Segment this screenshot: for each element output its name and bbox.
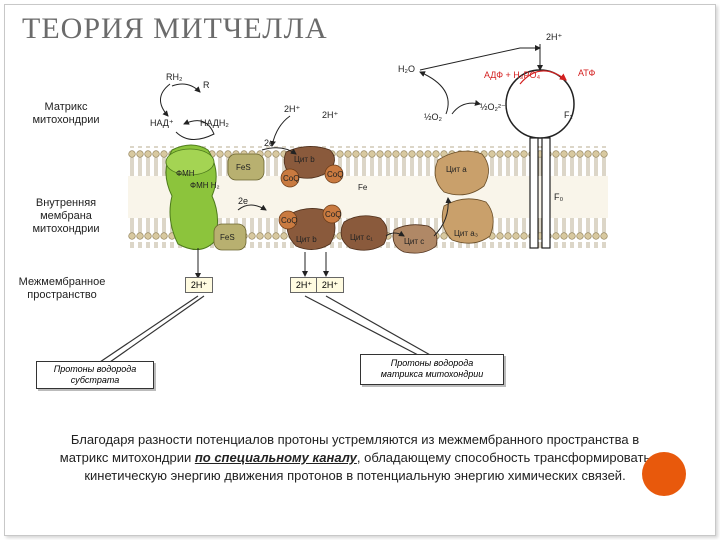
coq-shape-4 — [322, 204, 342, 224]
proton-box-1: 2H⁺ — [185, 277, 213, 293]
arrow-adp-to-atp — [519, 70, 567, 85]
callout-substrate-line2: субстрата — [70, 375, 120, 385]
cyt-c1-shape — [340, 215, 388, 251]
arrow-half-o2 — [451, 99, 481, 115]
label-cyt-c: Цит c — [404, 237, 424, 246]
f0-channel-right — [541, 137, 551, 249]
coq-shape-3 — [278, 210, 298, 230]
matrix-label-line1: Матрикс — [44, 101, 88, 113]
label-fmnh: ФМН H₂ — [190, 181, 220, 190]
cyt-a-shape — [434, 150, 489, 196]
slide-title: ТЕОРИЯ МИТЧЕЛЛА — [22, 12, 328, 45]
callout-matrix-protons: Протоны водорода матрикса митохондрии — [360, 354, 504, 385]
proton-box-2: 2H⁺ — [290, 277, 318, 293]
label-2h-2: 2H⁺ — [322, 110, 339, 120]
inner-membrane-label-line2: мембрана — [40, 210, 92, 222]
arrow-rh2-to-nad — [160, 83, 171, 117]
label-2e-1: 2e — [264, 138, 274, 148]
label-atp: АТФ — [578, 68, 595, 78]
label-2e-2: 2e — [238, 196, 248, 206]
label-f0: F₀ — [554, 192, 563, 202]
label-cyt-a3: Цит a₃ — [454, 229, 478, 238]
arrow-r — [171, 83, 201, 93]
caption-text: Благодаря разности потенциалов протоны у… — [50, 431, 660, 485]
callout-matrix-line2: матрикса митохондрии — [380, 369, 484, 379]
callout-substrate-line1: Протоны водорода — [53, 364, 137, 374]
label-nadh: НАДН₂ — [200, 118, 229, 128]
arrow-2e-upper — [261, 147, 297, 155]
fes-one-shape — [227, 153, 265, 181]
label-cyt-a: Цит a — [446, 165, 467, 174]
label-h2o: H₂O — [398, 64, 415, 74]
arrow-2h-to-complex — [270, 115, 291, 147]
label-cyt-b-1: Цит b — [294, 155, 315, 164]
intermembrane-label: Межмембранное пространство — [6, 276, 118, 302]
caption-before: Благодаря разности потенциалов протоны у… — [59, 432, 640, 465]
accent-circle — [642, 452, 686, 496]
callout-line-b — [109, 295, 205, 363]
label-coq-4: CoQ — [325, 210, 341, 219]
caption-emphasis: по специальному каналу — [194, 450, 357, 465]
label-fe: Fe — [358, 183, 368, 192]
callout-line-d — [325, 295, 433, 357]
arrow-h2o — [419, 71, 449, 115]
label-coq-3: CoQ — [281, 216, 297, 225]
caption-after: , обладающему способность трансформирова… — [84, 450, 651, 483]
arrow-to-cyt-a — [433, 197, 452, 237]
label-coq-1: CoQ — [283, 174, 299, 183]
label-half-o2-ion: ½O₂²⁻ — [480, 102, 506, 112]
f0-channel-left — [529, 137, 539, 249]
label-nad: НАД⁺ — [150, 118, 174, 128]
arrow-nadh-cycle — [175, 119, 215, 140]
matrix-label-line2: митохондрии — [32, 114, 100, 126]
label-half-o2: ½O₂ — [424, 112, 443, 122]
arrow-to-cyt-c — [385, 230, 405, 237]
inner-membrane-label: Внутренняя мембрана митохондрии — [22, 197, 110, 236]
intermembrane-label-line2: пространство — [27, 289, 97, 301]
inner-membrane-label-line3: митохондрии — [32, 223, 100, 235]
callout-matrix-line1: Протоны водорода — [390, 358, 474, 368]
slide-frame — [4, 4, 716, 536]
intermembrane-label-line1: Межмембранное — [18, 276, 106, 288]
label-fmn: ФМН — [176, 169, 195, 178]
mitochondrial-diagram: RH₂ R НАД⁺ НАДН₂ 2H⁺ 2H⁺ H₂O ½O₂ ½O₂²⁻ А… — [99, 32, 608, 363]
complex-one-top — [165, 148, 215, 176]
inner-membrane-label-line1: Внутренняя — [35, 197, 97, 209]
matrix-label: Матрикс митохондрии — [22, 101, 110, 127]
label-adp: АДФ + H₃PO₄ — [484, 70, 540, 80]
label-2h-top: 2H⁺ — [546, 32, 563, 42]
label-f1: F₁ — [564, 110, 573, 120]
callout-line-a — [99, 295, 199, 363]
coq-shape-1 — [280, 168, 300, 188]
cyt-a3-shape — [441, 198, 494, 244]
arrow-2e-lower — [237, 204, 267, 211]
label-r: R — [203, 80, 210, 90]
coq-shape-2 — [324, 164, 344, 184]
label-2h-1: 2H⁺ — [284, 104, 301, 114]
callout-substrate-protons: Протоны водорода субстрата — [36, 361, 154, 389]
f1-circle — [505, 69, 575, 139]
callout-line-c — [304, 295, 421, 357]
label-coq-2: CoQ — [327, 170, 343, 179]
proton-box-3: 2H⁺ — [316, 277, 344, 293]
label-cyt-c1: Цит c₁ — [350, 233, 373, 242]
label-fes-1: FeS — [236, 163, 251, 172]
label-cyt-b-2: Цит b — [296, 235, 317, 244]
complex-three-lower — [286, 208, 336, 250]
arrow-top-2h — [419, 45, 541, 71]
label-rh2: RH₂ — [166, 72, 183, 82]
fes-two-shape — [213, 223, 247, 251]
label-fes-2: FeS — [220, 233, 235, 242]
